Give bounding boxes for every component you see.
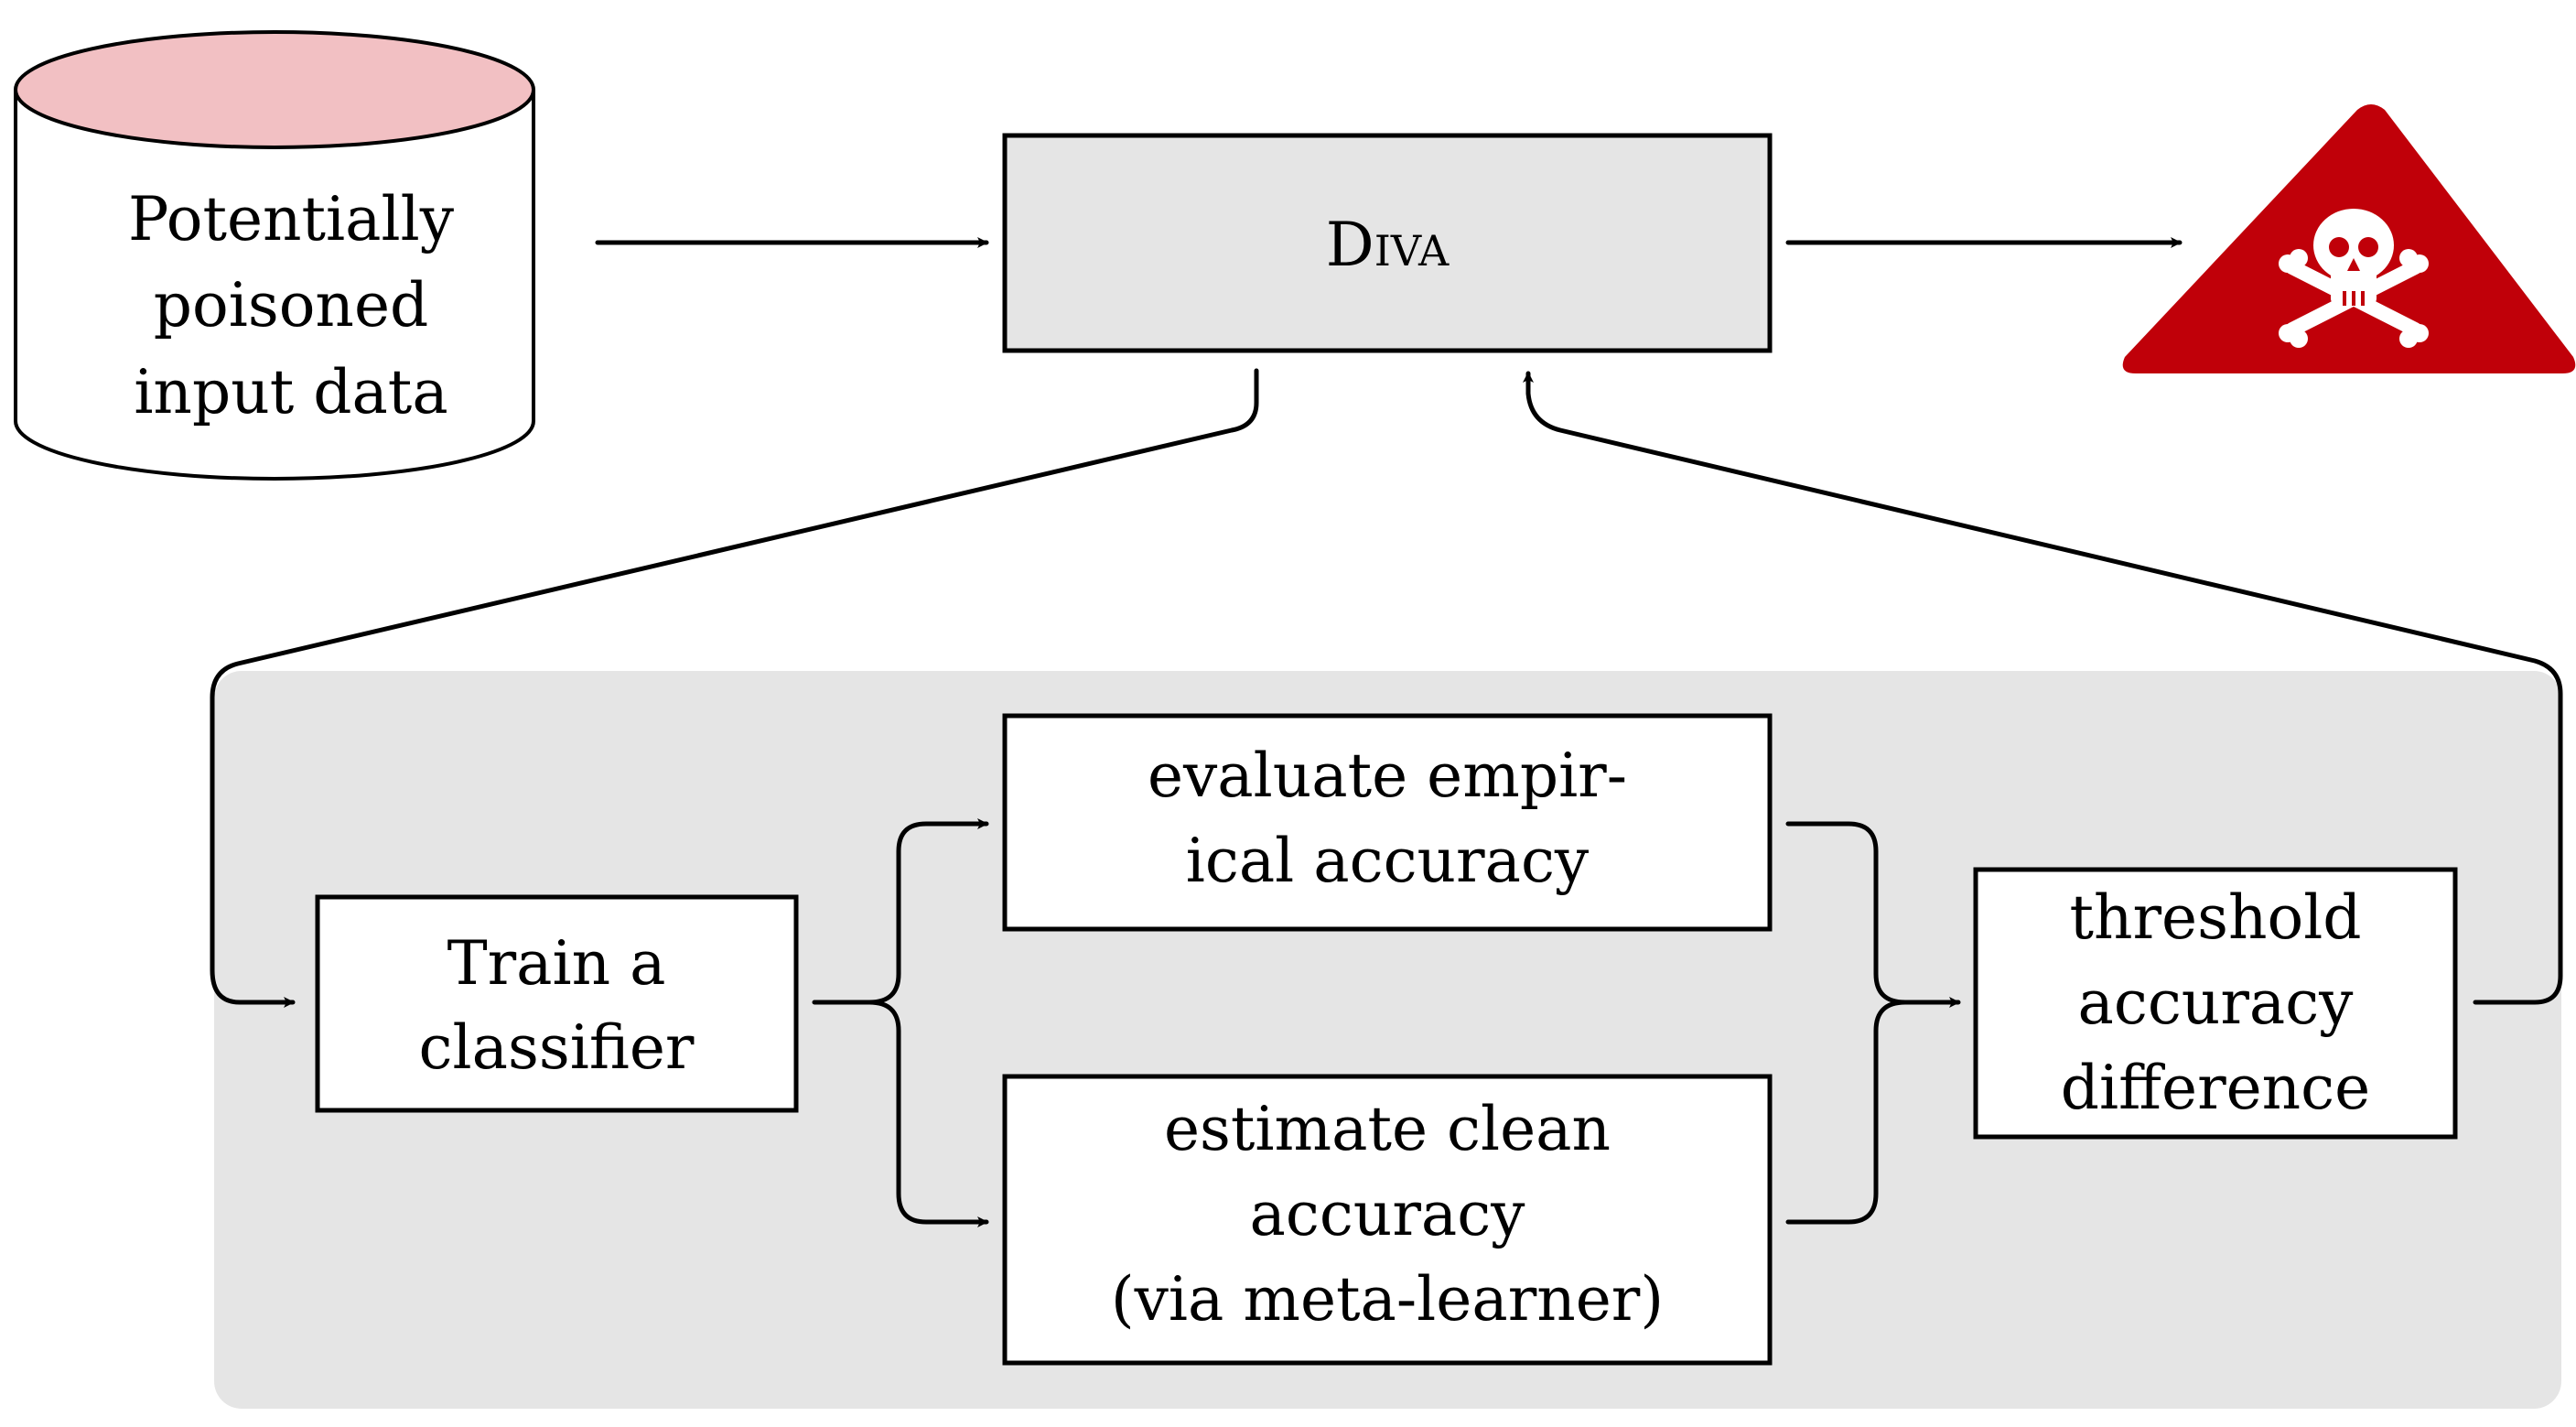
process-panel bbox=[214, 671, 2561, 1409]
diva-label: Diva bbox=[1326, 210, 1450, 280]
train-line-1: Train a bbox=[447, 928, 666, 999]
input-line-3: input data bbox=[134, 357, 447, 427]
estimate-line-1: estimate clean bbox=[1164, 1094, 1611, 1164]
estimate-line-2: accuracy bbox=[1250, 1179, 1526, 1249]
estimate-line-3: (via meta-learner) bbox=[1111, 1264, 1664, 1335]
threshold-line-3: difference bbox=[2061, 1053, 2370, 1123]
train-line-2: classifier bbox=[419, 1012, 695, 1083]
threshold-box: threshold accuracy difference bbox=[1973, 867, 2458, 1140]
evaluate-line-1: evaluate empir- bbox=[1148, 741, 1627, 811]
arrow-train-to-estimate bbox=[867, 1000, 989, 1227]
arrow-diva-to-train bbox=[210, 368, 1259, 1008]
evaluate-line-2: ical accuracy bbox=[1186, 826, 1590, 896]
diva-box: Diva bbox=[1002, 133, 1773, 353]
estimate-accuracy-box: estimate clean accuracy (via meta-learne… bbox=[1002, 1074, 1773, 1366]
input-line-2: poisoned bbox=[154, 270, 429, 341]
train-classifier-box: Train a classifier bbox=[315, 894, 799, 1113]
threshold-line-2: accuracy bbox=[2078, 968, 2355, 1038]
skull-crossbones-icon bbox=[2122, 104, 2576, 373]
input-data-cylinder: Potentially poisoned input data bbox=[14, 30, 535, 481]
arrow-threshold-to-diva bbox=[1523, 371, 2563, 1005]
evaluate-accuracy-box: evaluate empir- ical accuracy bbox=[1002, 713, 1773, 932]
arrow-estimate-to-threshold bbox=[1785, 1000, 1908, 1225]
arrow-train-to-evaluate bbox=[812, 818, 989, 1005]
input-line-1: Potentially bbox=[128, 184, 455, 254]
arrow-evaluate-to-threshold bbox=[1785, 821, 1961, 1008]
threshold-line-1: threshold bbox=[2069, 882, 2361, 953]
